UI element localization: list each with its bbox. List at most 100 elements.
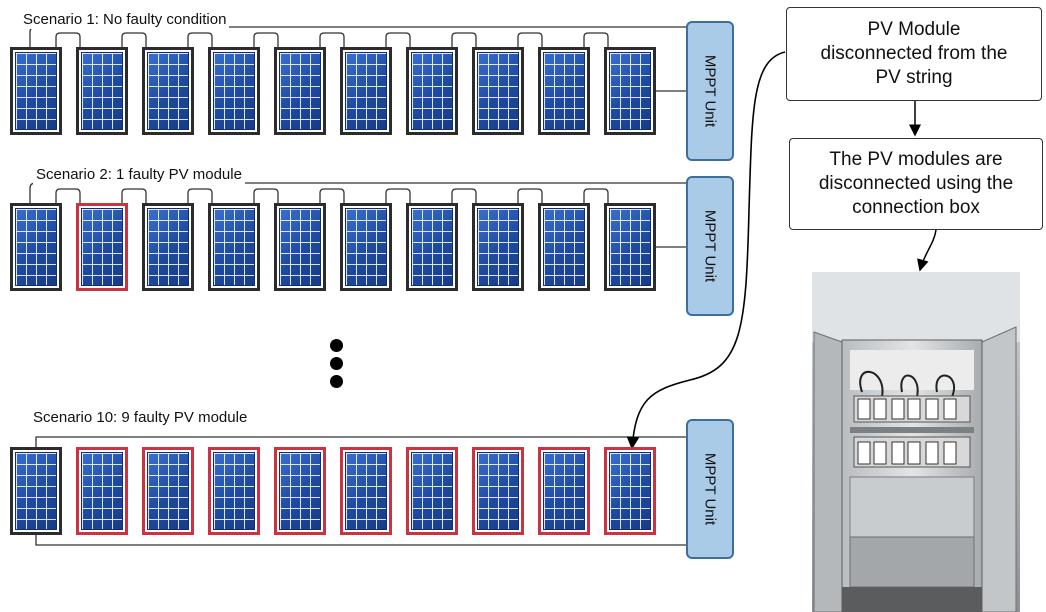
flow-box-connection-box: The PV modules are disconnected using th…	[789, 138, 1043, 230]
pv-module	[76, 47, 128, 135]
pv-cells	[345, 452, 387, 530]
string-wire	[253, 32, 279, 47]
pv-module	[274, 203, 326, 291]
pv-cells	[81, 208, 123, 286]
pv-cells	[15, 208, 57, 286]
pv-cells	[213, 452, 255, 530]
pv-cells	[543, 208, 585, 286]
string-wire	[253, 188, 279, 203]
string-wire	[517, 188, 543, 203]
string-wire	[121, 188, 147, 203]
pv-module	[340, 47, 392, 135]
ellipsis-dot	[330, 375, 343, 388]
pv-cells	[15, 452, 57, 530]
mppt-unit-2-label: MPPT Unit	[701, 209, 719, 283]
flow-box-2-line-2: disconnected using the	[818, 173, 1014, 194]
pv-module	[538, 203, 590, 291]
pv-cells	[279, 52, 321, 130]
pv-cells	[477, 452, 519, 530]
pv-cells	[213, 208, 255, 286]
pv-cells	[147, 452, 189, 530]
pv-cells	[609, 52, 651, 130]
string-wire	[55, 188, 81, 203]
pv-cells	[345, 52, 387, 130]
pv-cells	[15, 52, 57, 130]
faulty-pv-module	[472, 447, 524, 535]
pv-cells	[411, 452, 453, 530]
pv-cells	[609, 208, 651, 286]
string-wire	[29, 26, 686, 47]
flow-box-2-line-3: connection box	[852, 197, 980, 218]
pv-cells	[279, 452, 321, 530]
pv-module	[208, 47, 260, 135]
string-wire	[385, 32, 411, 47]
faulty-pv-module	[538, 447, 590, 535]
scenario-2-label: Scenario 2: 1 faulty PV module	[33, 166, 245, 184]
pv-module	[142, 47, 194, 135]
string-wire	[451, 32, 477, 47]
string-wire	[517, 32, 543, 47]
flow-box-2-line-1: The PV modules are	[829, 149, 1003, 170]
pv-cells	[477, 52, 519, 130]
ellipsis-dot	[330, 339, 343, 352]
mppt-unit-10: MPPT Unit	[686, 419, 734, 559]
pv-cells	[345, 208, 387, 286]
flow-arrow-2	[917, 229, 937, 272]
pv-cells	[147, 208, 189, 286]
faulty-pv-module	[604, 447, 656, 535]
string-wire	[187, 188, 213, 203]
string-wire	[385, 188, 411, 203]
pv-module	[208, 203, 260, 291]
pv-cells	[81, 52, 123, 130]
connection-box-photo	[812, 272, 1020, 612]
faulty-pv-module	[76, 447, 128, 535]
pv-module	[10, 203, 62, 291]
pv-cells	[477, 208, 519, 286]
string-wire	[121, 32, 147, 47]
connector-arrow	[626, 51, 786, 450]
pv-module	[472, 203, 524, 291]
pv-module	[406, 203, 458, 291]
pv-cells	[279, 208, 321, 286]
string-wire	[319, 188, 345, 203]
pv-cells	[213, 52, 255, 130]
ellipsis-dot	[330, 357, 343, 370]
pv-cells	[609, 452, 651, 530]
pv-module	[472, 47, 524, 135]
pv-module	[538, 47, 590, 135]
faulty-pv-module	[406, 447, 458, 535]
string-wire	[187, 32, 213, 47]
pv-cells	[411, 208, 453, 286]
string-wire	[55, 32, 81, 47]
string-wire	[319, 32, 345, 47]
string-wire	[35, 535, 686, 546]
string-wire	[29, 182, 686, 203]
faulty-pv-module	[340, 447, 392, 535]
pv-module	[274, 47, 326, 135]
scenario-10-label: Scenario 10: 9 faulty PV module	[30, 409, 251, 427]
pv-cells	[543, 52, 585, 130]
faulty-pv-module	[76, 203, 128, 291]
pv-cells	[411, 52, 453, 130]
faulty-pv-module	[274, 447, 326, 535]
faulty-pv-module	[142, 447, 194, 535]
pv-module	[604, 47, 656, 135]
string-wire	[451, 188, 477, 203]
mppt-unit-2: MPPT Unit	[686, 176, 734, 316]
mppt-unit-10-label: MPPT Unit	[701, 452, 719, 526]
pv-module	[10, 47, 62, 135]
faulty-pv-module	[208, 447, 260, 535]
mppt-unit-1: MPPT Unit	[686, 21, 734, 161]
string-wire	[35, 436, 686, 447]
mppt-unit-1-label: MPPT Unit	[701, 54, 719, 128]
pv-module	[604, 203, 656, 291]
pv-cells	[81, 452, 123, 530]
scenario-1-label: Scenario 1: No faulty condition	[20, 11, 230, 29]
pv-module	[142, 203, 194, 291]
flow-box-module-disconnected: PV Module disconnected from the PV strin…	[786, 7, 1042, 101]
pv-module	[10, 447, 62, 535]
flow-box-1-line-3: PV string	[875, 67, 953, 88]
flow-box-1-line-2: disconnected from the	[820, 43, 1008, 64]
pv-module	[340, 203, 392, 291]
